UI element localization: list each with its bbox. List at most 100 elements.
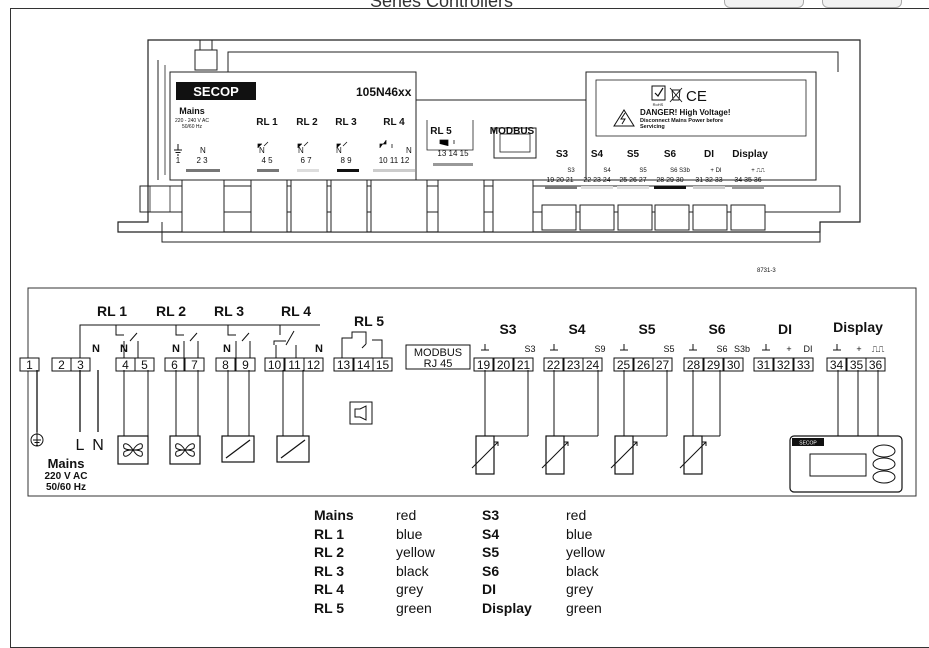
mains-title: Mains xyxy=(48,456,85,471)
terminal-box xyxy=(19,357,40,372)
wiring-n-6: N xyxy=(172,343,180,355)
wiring-s5: S5 xyxy=(638,321,655,337)
terminal-number: 5 xyxy=(141,358,148,372)
remote-display-icon: SECOP xyxy=(789,435,903,493)
terminal-number: 13 xyxy=(337,358,351,372)
terminal-number: 1 xyxy=(26,358,33,372)
rohs-label: RoHS xyxy=(653,102,664,107)
legend-name: Display xyxy=(482,599,532,616)
device-color-rl4 xyxy=(373,169,415,172)
legend-color: red xyxy=(396,507,417,523)
ntc-sensor-s5 xyxy=(610,435,638,475)
mains-rating: 220 V AC xyxy=(45,471,88,482)
device-term-1: 1 xyxy=(176,156,181,165)
terminal-number: 32 xyxy=(777,358,791,372)
terminal-number: 20 xyxy=(497,358,511,372)
device-sub-s6: S6 S3b xyxy=(670,168,690,174)
legend-color: green xyxy=(566,599,602,616)
device-rl3: RL 3 xyxy=(335,117,357,128)
sensor-ground-symbols xyxy=(481,344,841,351)
wiring-rl1: RL 1 xyxy=(97,303,127,319)
sub-display-plus: + xyxy=(856,344,861,354)
device-s4: S4 xyxy=(591,149,604,160)
header-button-2[interactable] xyxy=(822,0,902,8)
wiring-n-3: N xyxy=(92,343,100,355)
terminal-box xyxy=(372,357,393,372)
weee-bin-icon xyxy=(669,87,683,103)
device-rl5: RL 5 xyxy=(430,126,452,137)
terminal-number: 31 xyxy=(757,358,771,372)
device-illustration xyxy=(117,39,861,243)
sub-di: DI xyxy=(804,344,813,354)
terminal-number: 15 xyxy=(376,358,390,372)
device-term-22-24: 22 23 24 xyxy=(583,177,610,184)
terminal-box xyxy=(652,357,673,372)
legend-name: DI xyxy=(482,581,496,597)
device-term-25-27: 25 26 27 xyxy=(619,177,646,184)
legend-name: S4 xyxy=(482,525,500,542)
terminal-number: 26 xyxy=(637,358,651,372)
device-color-rl1 xyxy=(257,169,279,172)
device-term-34-36: 34 35 36 xyxy=(734,177,761,184)
display-brand: SECOP xyxy=(799,441,817,447)
rj45-label: RJ 45 xyxy=(424,358,453,370)
header-button-1[interactable] xyxy=(724,0,804,8)
terminal-number: 22 xyxy=(547,358,561,372)
terminal-number: 29 xyxy=(707,358,721,372)
legend-name: RL 3 xyxy=(314,562,345,579)
legend-row: RL 3 black S6 black xyxy=(310,562,670,581)
device-n-rl4: N xyxy=(406,146,412,155)
danger-line3: Servicing xyxy=(640,124,665,130)
legend-name: S5 xyxy=(482,544,500,560)
line-label: L xyxy=(76,437,85,454)
legend-color: yellow xyxy=(396,544,435,560)
terminal-number: 4 xyxy=(122,358,129,372)
terminal-number: 12 xyxy=(307,358,321,372)
terminal-box xyxy=(164,357,185,372)
terminal-number: 11 xyxy=(288,358,301,372)
wiring-rl3: RL 3 xyxy=(214,303,244,319)
danger-line1: DANGER! High Voltage! xyxy=(640,108,731,117)
sub-di-plus: + xyxy=(786,344,791,354)
sensor-sublabels: S3 S9 S5 S6 S3b + DI + ⎍⎍ xyxy=(524,344,885,354)
relay-contact-lines xyxy=(79,324,383,358)
device-sub-s5: S5 xyxy=(639,168,647,174)
legend-name: S6 xyxy=(482,562,500,579)
modbus-label: MODBUS xyxy=(414,347,462,359)
legend-color: yellow xyxy=(566,544,605,560)
device-term-28-30: 28 29 30 xyxy=(656,177,683,184)
device-mains-title: Mains xyxy=(179,106,205,116)
wiring-n-8: N xyxy=(223,343,231,355)
mains-wires xyxy=(36,370,99,432)
rohs-icon: RoHS xyxy=(651,85,666,107)
device-color-s5 xyxy=(617,186,649,189)
legend-name: Mains xyxy=(314,507,354,523)
device-n-rl1: N xyxy=(259,146,265,155)
device-sub-display: + ⎍⎍ xyxy=(751,168,765,174)
load-icon-rl3 xyxy=(221,435,255,463)
device-display: Display xyxy=(732,149,768,160)
device-sub-s4: S4 xyxy=(603,168,611,174)
device-term-19-21: 19 20 21 xyxy=(546,177,573,184)
legend-name: S3 xyxy=(482,507,500,523)
drawing-number: 8731-3 xyxy=(757,268,776,274)
terminal-number: 23 xyxy=(567,358,581,372)
legend-color: grey xyxy=(566,581,594,597)
device-term-2-3: 2 3 xyxy=(196,156,208,165)
device-relay-contacts xyxy=(257,139,455,148)
terminal-number: 7 xyxy=(191,358,198,372)
terminal-number: 30 xyxy=(727,358,741,372)
device-term-4-5: 4 5 xyxy=(261,156,273,165)
legend-color: black xyxy=(396,562,429,579)
legend-color: black xyxy=(566,562,599,579)
legend-color: blue xyxy=(566,525,593,542)
terminal-box xyxy=(333,357,354,372)
wiring-display: Display xyxy=(833,319,883,335)
terminal-box xyxy=(493,357,514,372)
legend-color: blue xyxy=(396,525,423,542)
